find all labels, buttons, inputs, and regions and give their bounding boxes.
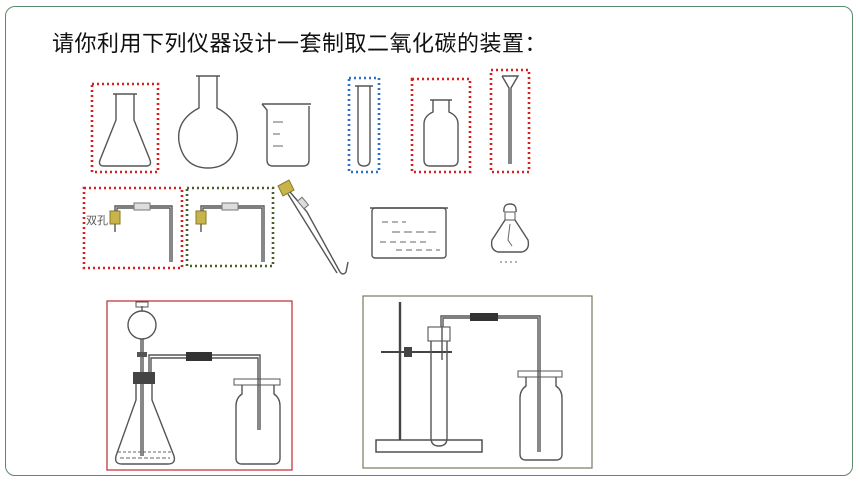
water-trough [370,207,448,259]
slide-title: 请你利用下列仪器设计一套制取二氧化碳的装置： [52,32,548,57]
conical-flask [90,82,160,174]
beaker [261,103,311,167]
gas-collecting-bottle [410,77,472,174]
assembly-stand-tube-bottle [362,295,593,469]
test-tube [347,76,381,174]
slide-frame [5,6,853,476]
stopper-with-bent-tube: 双孔 [82,186,184,270]
stopper-with-bent-tube-2 [185,186,275,268]
assembly-funnel-flask-bottle [106,300,293,471]
round-bottom-flask [177,75,239,169]
alcohol-lamp [490,203,530,263]
long-neck-funnel [489,68,531,174]
stopper-long-tube [277,179,349,275]
two-hole-label: 双孔 [86,214,108,227]
